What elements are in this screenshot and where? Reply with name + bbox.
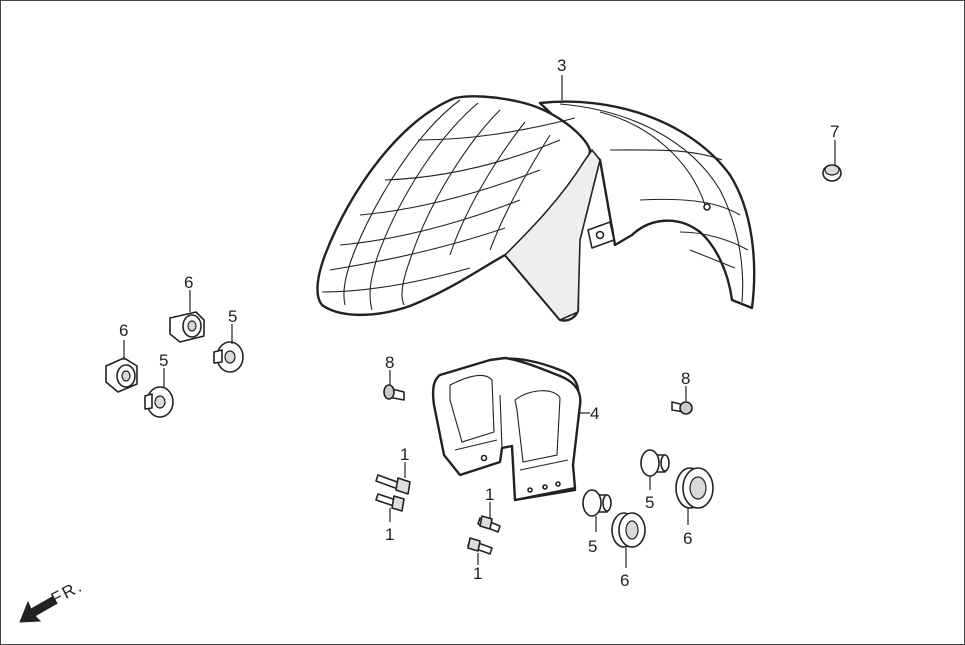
callout-bolt-bottom-left: 1 [385,525,394,544]
callout-cap: 7 [830,122,839,141]
leader-lines [123,75,836,568]
front-direction-arrow: FR. [19,576,86,623]
grommet-right-a [675,467,714,509]
callout-grommet-left-a: 6 [184,273,193,292]
callout-collar-right-b: 5 [588,537,597,556]
screw-left [383,384,405,401]
grommet-right-b [611,512,646,548]
callout-screw-right: 8 [681,369,690,388]
grommet-left-b [105,357,138,393]
bolt-top-mid [477,515,501,533]
cap-part [822,164,842,182]
callout-bolt-bottom-mid: 1 [473,564,482,583]
collar-left-a [213,341,244,373]
grommet-left-a [169,311,205,343]
callout-bolt-top-left: 1 [400,445,409,464]
callout-collar-left-b: 5 [159,351,168,370]
callout-grommet-right-a: 6 [683,529,692,548]
collar-right-b [582,489,612,517]
callout-inner-fender: 4 [590,404,599,423]
bolt-bottom-mid [467,537,493,555]
callout-bolt-top-mid: 1 [485,485,494,504]
callout-collar-left-a: 5 [228,307,237,326]
front-direction-label: FR. [48,576,86,608]
callout-screw-left: 8 [385,353,394,372]
inner-fender [431,356,582,502]
screw-right [671,401,693,415]
callout-collar-right-a: 5 [645,493,654,512]
front-fender [316,95,756,322]
callout-grommet-left-b: 6 [119,321,128,340]
callout-grommet-right-b: 6 [620,571,629,590]
collar-right-a [640,449,670,477]
bolt-bottom-left [375,493,405,512]
bolt-top-left [375,474,411,495]
callout-front-fender: 3 [557,56,566,75]
collar-left-b [144,386,174,418]
